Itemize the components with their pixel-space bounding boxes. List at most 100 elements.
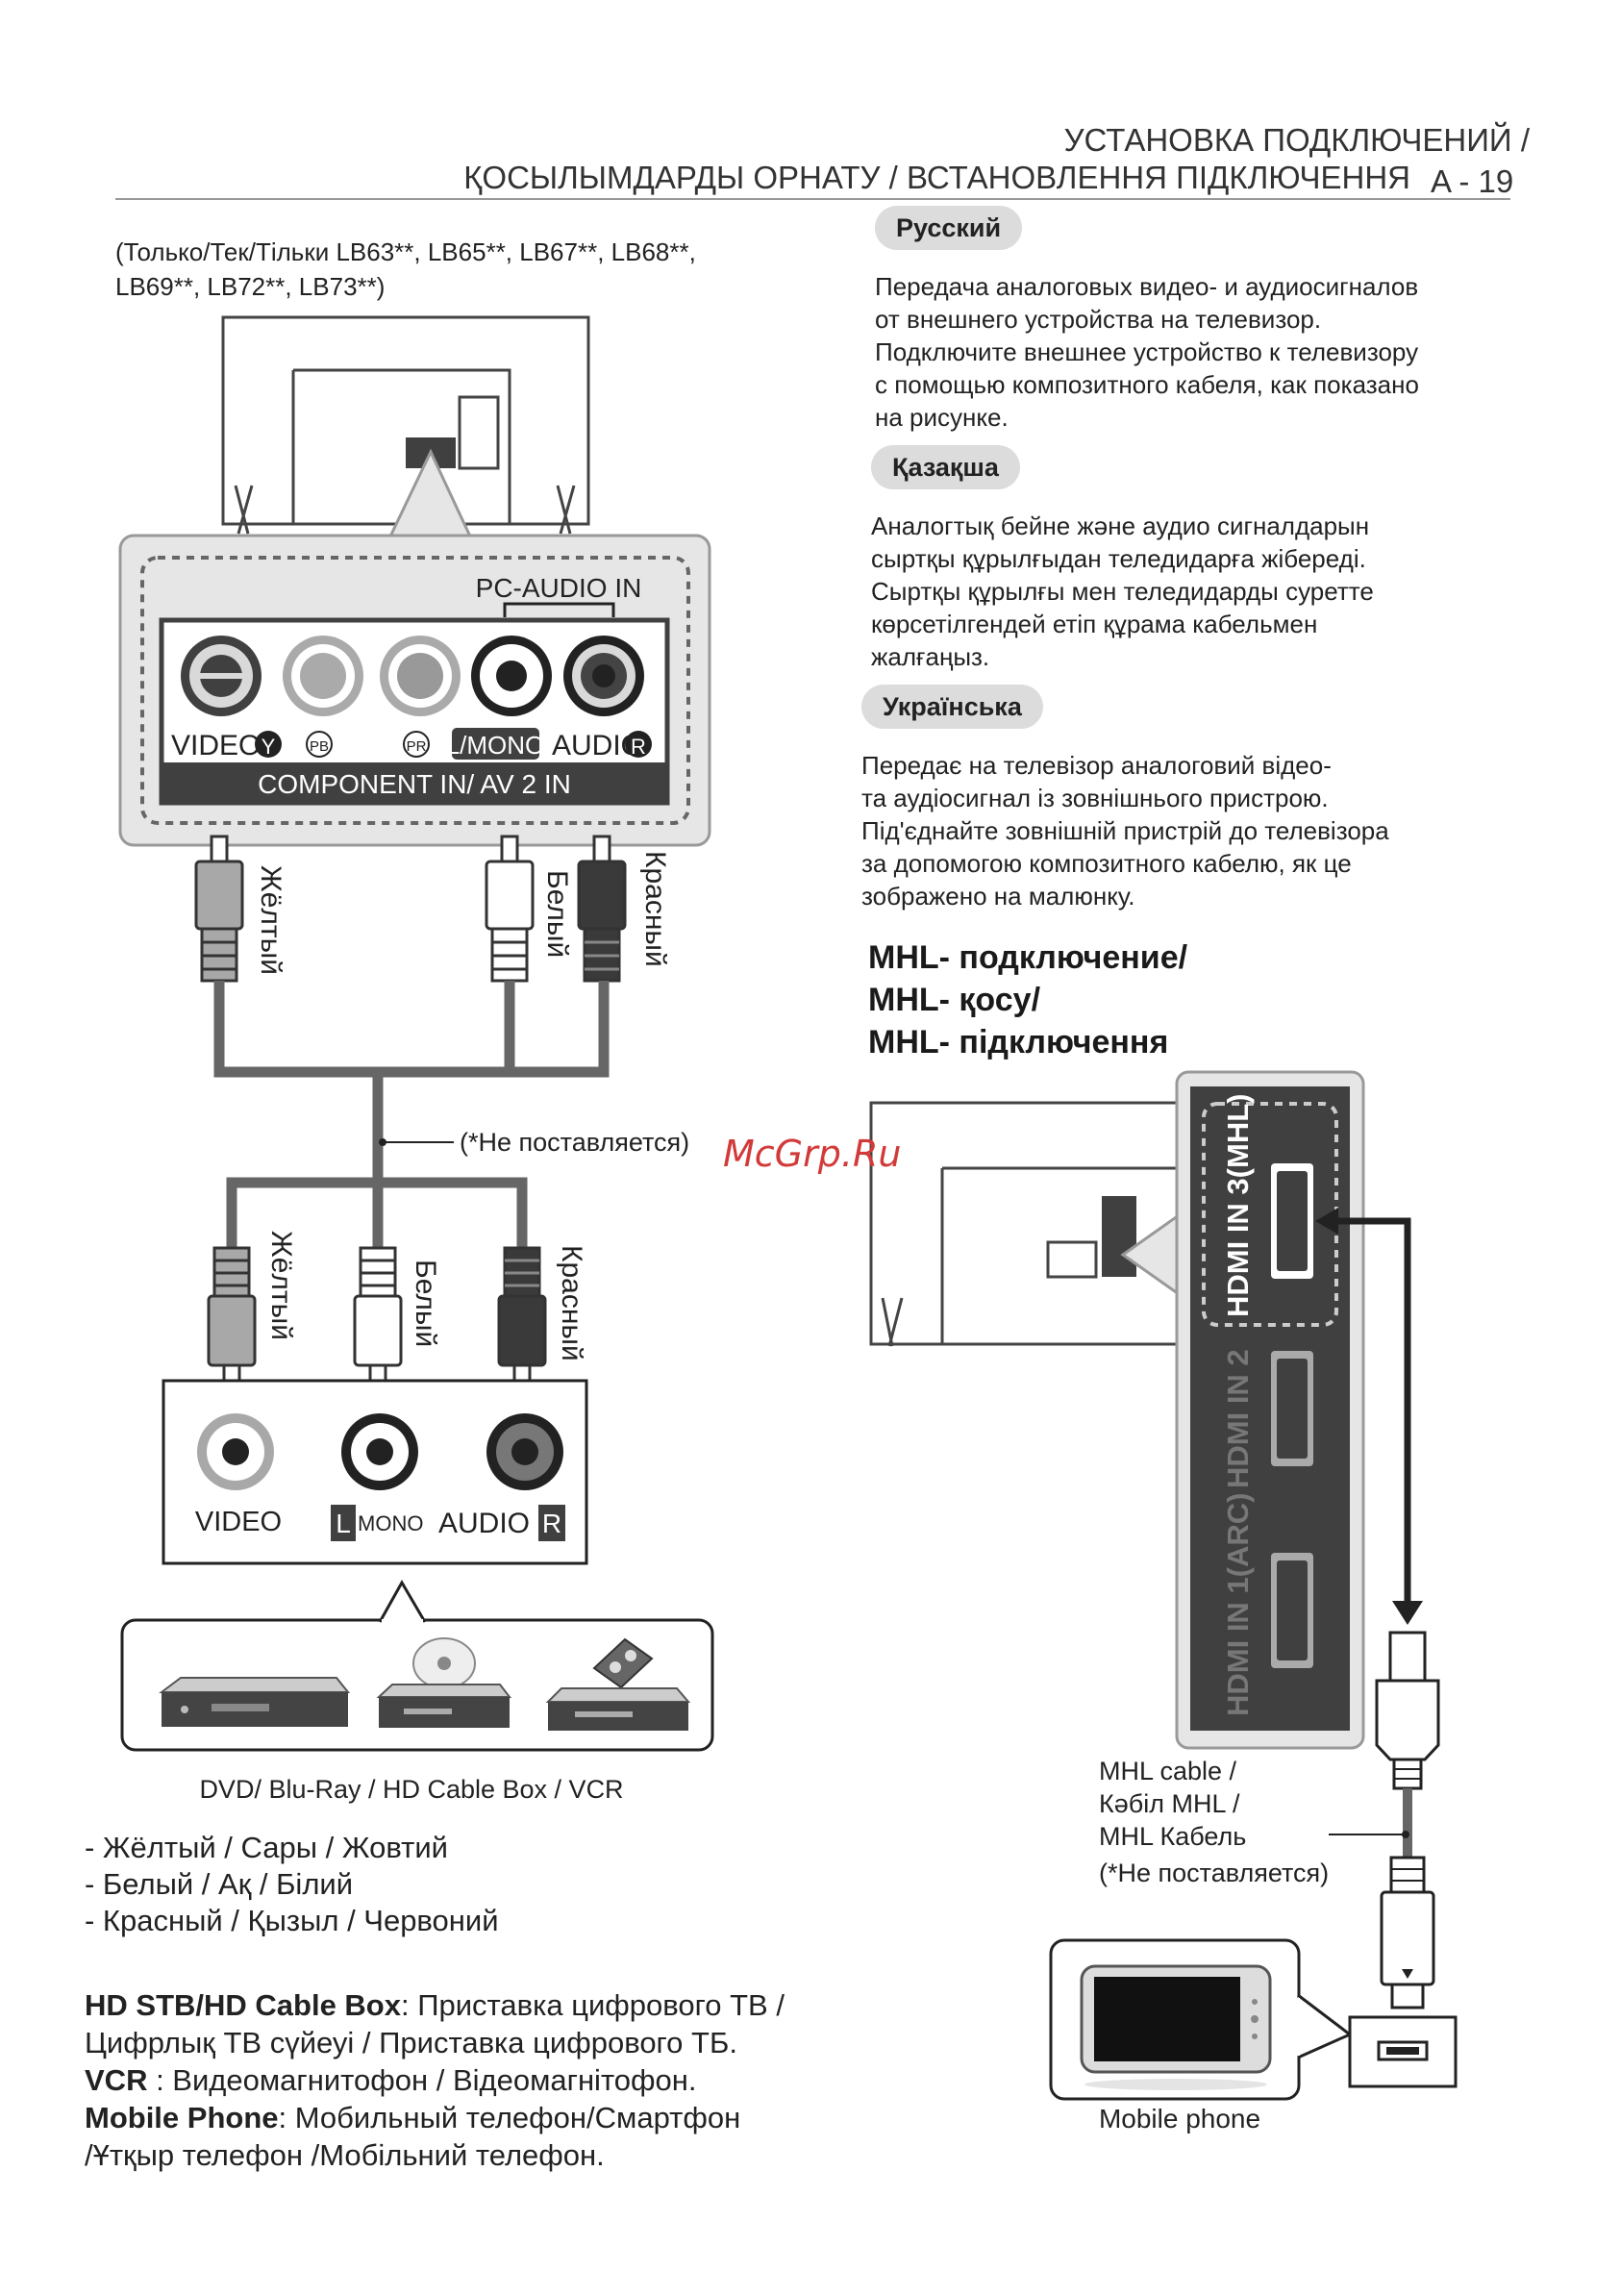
cable-label-white-bottom: Белый: [410, 1260, 441, 1347]
mobile-phone-caption: Mobile phone: [1099, 2104, 1260, 2134]
plug-top-yellow: [194, 835, 244, 983]
watermark: McGrp.Ru: [723, 1133, 902, 1175]
mhl-cable-line-3: MHL Кабель: [1099, 1822, 1246, 1851]
glossary-def: Цифрлық ТВ сүйеуі / Приставка цифрового …: [85, 2026, 737, 2059]
text-line: от внешнего устройства на телевизор.: [875, 305, 1322, 334]
device-r-label: R: [542, 1509, 561, 1538]
text-line: зображено на малюнку.: [861, 882, 1135, 911]
glossary-term: VCR: [85, 2063, 148, 2097]
glossary: HD STB/HD Cable Box: Приставка цифрового…: [85, 1986, 873, 2174]
glossary-def: /Ұтқыр телефон /Мобільний телефон.: [85, 2138, 605, 2172]
tv-back-illustration: [221, 315, 590, 540]
glossary-line: Цифрлық ТВ сүйеуі / Приставка цифрового …: [85, 2024, 873, 2061]
glossary-term: HD STB/HD Cable Box: [85, 1988, 401, 2022]
models-note: (Только/Тек/Тільки LB63**, LB65**, LB67*…: [115, 235, 808, 304]
text-line: за допомогою композитного кабелю, як це: [861, 849, 1352, 878]
glossary-line: VCR : Видеомагнитофон / Відеомагнітофон.: [85, 2061, 873, 2099]
blu-ray-player-icon: [376, 1637, 512, 1728]
av-panel: PC-AUDIO IN VIDEO/ Y PB PR L/MONO AUDIO …: [118, 534, 711, 847]
text-line: с помощью композитного кабеля, как показ…: [875, 370, 1419, 399]
cable-label-white-top: Белый: [541, 870, 573, 958]
mhl-cable-line-2: Кәбіл MHL /: [1099, 1789, 1240, 1818]
external-device-panel: VIDEO L MONO AUDIO R: [162, 1379, 588, 1565]
cable-label-yellow-top: Жёлтый: [255, 865, 287, 975]
text-line: Передача аналоговых видео- и аудиосигнал…: [875, 272, 1419, 301]
av-connection-diagram: PC-AUDIO IN VIDEO/ Y PB PR L/MONO AUDIO …: [118, 315, 714, 1804]
header-line-1: УСТАНОВКА ПОДКЛЮЧЕНИЙ /: [1063, 122, 1530, 158]
text-line: Передає на телевізор аналоговий відео-: [861, 751, 1332, 780]
jack-pb: [283, 636, 363, 716]
plug-top-red: [577, 835, 627, 983]
legend-white: - Белый / Ақ / Білий: [85, 1867, 354, 1901]
section-russian-text: Передача аналоговых видео- и аудиосигнал…: [875, 270, 1509, 434]
section-ukrainian-text: Передає на телевізор аналоговий відео- т…: [861, 749, 1496, 912]
hdmi-in-2-label: HDMI IN 2: [1221, 1349, 1255, 1488]
lang-badge-russian: Русский: [875, 206, 1023, 250]
plug-bottom-white: [353, 1246, 403, 1394]
component-in-label: COMPONENT IN/ AV 2 IN: [258, 769, 571, 799]
text-line: та аудіосигнал із зовнішнього пристрою.: [861, 784, 1329, 812]
glossary-def: : Мобильный телефон/Смартфон: [278, 2101, 741, 2134]
glossary-line: Mobile Phone: Мобильный телефон/Смартфон: [85, 2099, 873, 2136]
mhl-connection-diagram: HDMI IN 3(MHL) HDMI IN 2 HDMI IN 1(ARC) …: [869, 1070, 1458, 2134]
pc-audio-in-label: PC-AUDIO IN: [476, 573, 642, 603]
jack-pr: [380, 636, 461, 716]
plug-top-white: [485, 835, 535, 983]
device-audio-label: AUDIO: [438, 1508, 530, 1539]
hdmi-panel: HDMI IN 3(MHL) HDMI IN 2 HDMI IN 1(ARC): [1175, 1070, 1365, 1750]
cable-label-red-bottom: Красный: [556, 1245, 587, 1361]
dvd-player-icon: [159, 1677, 351, 1727]
text-line: Під'єднайте зовнішній пристрій до телеві…: [861, 816, 1389, 845]
mhl-cable-line-1: MHL cable /: [1099, 1757, 1237, 1785]
glossary-line: HD STB/HD Cable Box: Приставка цифрового…: [85, 1986, 873, 2024]
cable-label-yellow-bottom: Жёлтый: [265, 1231, 297, 1340]
text-line: Аналогтық бейне және аудио сигналдарын: [871, 512, 1370, 540]
glossary-line: /Ұтқыр телефон /Мобільний телефон.: [85, 2136, 873, 2174]
legend-red: - Красный / Қызыл / Червоний: [85, 1904, 499, 1937]
page-number: A - 19: [1431, 163, 1514, 199]
plug-bottom-red: [497, 1246, 547, 1394]
header-line-2: ҚОСЫЛЫМДАРДЫ ОРНАТУ / ВСТАНОВЛЕННЯ ПІДКЛ…: [463, 160, 1410, 195]
device-l-label: L: [336, 1509, 351, 1538]
jack-audio-r: [563, 636, 644, 716]
mhl-title: MHL- подключение/ MHL- қосу/ MHL- підклю…: [868, 936, 1187, 1063]
text-line: Сыртқы құрылғы мен теледидарды суретте: [871, 577, 1374, 606]
section-kazakh-text: Аналогтық бейне және аудио сигналдарын с…: [871, 510, 1506, 673]
micro-usb-plug: [1380, 1856, 1435, 2009]
mhl-title-line: MHL- қосу/: [868, 982, 1041, 1018]
models-note-line-1: (Только/Тек/Тільки LB63**, LB65**, LB67*…: [115, 237, 696, 266]
jack-video: [181, 636, 262, 716]
not-supplied-label-av: (*Не поставляется): [460, 1128, 689, 1157]
mhl-cable-line-4: (*Не поставляется): [1099, 1859, 1329, 1887]
lang-badge-kazakh: Қазақша: [871, 445, 1020, 489]
models-note-line-2: LB69**, LB72**, LB73**): [115, 272, 386, 301]
video-y-label: VIDEO/: [171, 730, 269, 761]
device-mono-label: MONO: [358, 1511, 423, 1535]
hdmi-plug: [1375, 1631, 1440, 1790]
tv-side-illustration: [869, 1101, 1213, 1347]
section-kazakh: Қазақша Аналогтық бейне және аудио сигна…: [871, 445, 1506, 673]
devices-caption: DVD/ Blu-Ray / HD Cable Box / VCR: [199, 1775, 623, 1804]
plug-bottom-yellow: [207, 1246, 257, 1394]
hdmi-in-1-label: HDMI IN 1(ARC): [1221, 1493, 1255, 1717]
mhl-title-line: MHL- подключение/: [868, 939, 1188, 976]
jack-l-mono: [471, 636, 552, 716]
vcr-icon: [545, 1637, 691, 1731]
av-cable: [213, 981, 610, 1250]
header-divider: [115, 198, 1510, 200]
cable-label-red-top: Красный: [639, 851, 671, 967]
text-line: на рисунке.: [875, 403, 1009, 432]
glossary-def: : Видеомагнитофон / Відеомагнітофон.: [147, 2063, 697, 2097]
glossary-def: : Приставка цифрового ТВ /: [400, 1988, 785, 2022]
r-badge: R: [631, 735, 646, 759]
connection-arrow: [1315, 1208, 1423, 1625]
text-line: көрсетілгендей етіп құрама кабельмен: [871, 610, 1318, 638]
text-line: жалғаңыз.: [871, 642, 990, 671]
text-line: сыртқы құрылғыдан теледидарға жібереді.: [871, 544, 1366, 573]
color-legend: - Жёлтый / Сары / Жовтий - Белый / Ақ / …: [85, 1830, 499, 1939]
lang-badge-ukrainian: Українська: [861, 685, 1043, 729]
section-ukrainian: Українська Передає на телевізор аналогов…: [861, 685, 1496, 912]
mobile-phone-icon: [1080, 1964, 1272, 2090]
pr-badge: PR: [407, 738, 427, 755]
y-badge: Y: [262, 735, 276, 759]
